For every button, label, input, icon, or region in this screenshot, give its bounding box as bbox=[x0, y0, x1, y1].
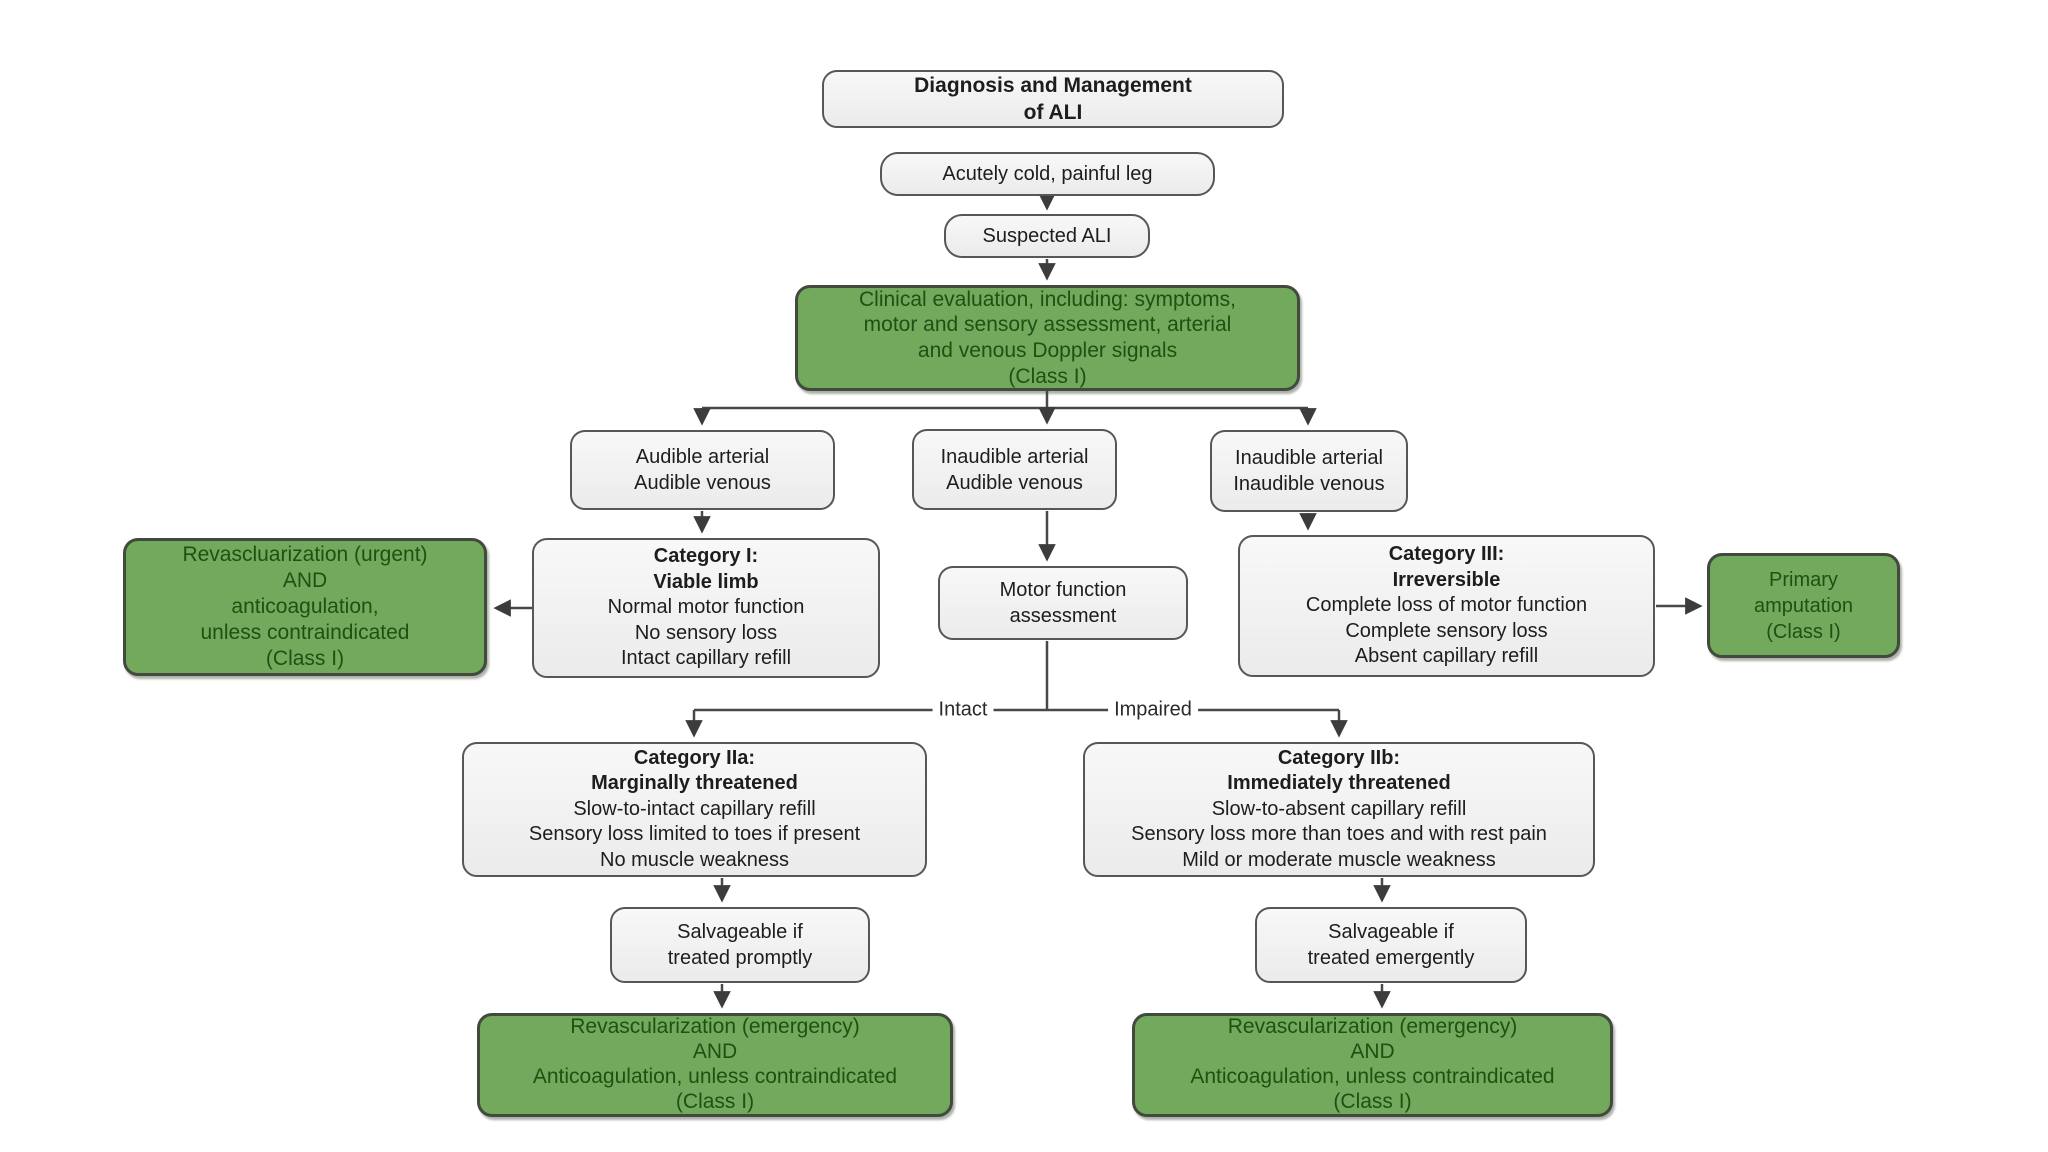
suspected-ali-text: Suspected ALI bbox=[982, 225, 1112, 247]
node-suspected-ali: Suspected ALI bbox=[944, 214, 1150, 258]
salvageable-emergently-text: Salvageable if treated emergently bbox=[1307, 921, 1475, 969]
category3-details: Complete loss of motor function Complete… bbox=[1305, 594, 1588, 668]
acutely-cold-text: Acutely cold, painful leg bbox=[942, 163, 1153, 185]
node-category-3-irreversible: Category III: Irreversible Complete loss… bbox=[1238, 535, 1655, 677]
node-revascularization-emergency-right: Revascularization (emergency) AND Antico… bbox=[1132, 1013, 1613, 1117]
inaudible-audible-text: Inaudible arterial Audible venous bbox=[940, 445, 1089, 494]
node-primary-amputation: Primary amputation (Class I) bbox=[1707, 553, 1900, 658]
revascularization-emergency-right-text: Revascularization (emergency) AND Antico… bbox=[1190, 1015, 1555, 1113]
primary-amputation-text: Primary amputation (Class I) bbox=[1754, 568, 1853, 643]
node-salvageable-promptly: Salvageable if treated promptly bbox=[610, 907, 870, 983]
node-clinical-evaluation: Clinical evaluation, including: symptoms… bbox=[795, 285, 1300, 391]
revascularization-urgent-text: Revascluarization (urgent) AND anticoagu… bbox=[182, 542, 428, 671]
salvageable-promptly-text: Salvageable if treated promptly bbox=[667, 921, 813, 969]
branch-label-intact: Intact bbox=[932, 698, 994, 722]
node-category-1-viable: Category I: Viable limb Normal motor fun… bbox=[532, 538, 880, 678]
inaudible-inaudible-text: Inaudible arterial Inaudible venous bbox=[1233, 447, 1385, 495]
title-text: Diagnosis and Management of ALI bbox=[914, 73, 1192, 124]
revascularization-emergency-left-text: Revascularization (emergency) AND Antico… bbox=[532, 1015, 898, 1113]
node-audible-arterial-audible-venous: Audible arterial Audible venous bbox=[570, 430, 835, 510]
motor-assessment-text: Motor function assessment bbox=[999, 579, 1127, 627]
branch-label-impaired: Impaired bbox=[1108, 698, 1198, 722]
category2b-details: Slow-to-absent capillary refill Sensory … bbox=[1131, 797, 1547, 871]
node-motor-function-assessment: Motor function assessment bbox=[938, 566, 1188, 640]
category2a-details: Slow-to-intact capillary refill Sensory … bbox=[528, 797, 861, 871]
category3-heading: Category III: Irreversible bbox=[1388, 543, 1505, 591]
category1-heading: Category I: Viable limb bbox=[653, 545, 759, 593]
category1-details: Normal motor function No sensory loss In… bbox=[607, 596, 805, 670]
clinical-evaluation-text: Clinical evaluation, including: symptoms… bbox=[858, 287, 1236, 388]
node-acutely-cold-leg: Acutely cold, painful leg bbox=[880, 152, 1215, 196]
node-revascularization-emergency-left: Revascularization (emergency) AND Antico… bbox=[477, 1013, 953, 1117]
category2a-heading: Category IIa: Marginally threatened bbox=[591, 746, 798, 795]
node-inaudible-arterial-inaudible-venous: Inaudible arterial Inaudible venous bbox=[1210, 430, 1408, 512]
node-revascularization-urgent: Revascluarization (urgent) AND anticoagu… bbox=[123, 538, 487, 676]
node-category-2a-marginally-threatened: Category IIa: Marginally threatened Slow… bbox=[462, 742, 927, 877]
category2b-heading: Category IIb: Immediately threatened bbox=[1227, 746, 1451, 795]
node-category-2b-immediately-threatened: Category IIb: Immediately threatened Slo… bbox=[1083, 742, 1595, 877]
node-inaudible-arterial-audible-venous: Inaudible arterial Audible venous bbox=[912, 429, 1117, 510]
audible-audible-text: Audible arterial Audible venous bbox=[634, 446, 771, 494]
node-salvageable-emergently: Salvageable if treated emergently bbox=[1255, 907, 1527, 983]
node-title: Diagnosis and Management of ALI bbox=[822, 70, 1284, 128]
